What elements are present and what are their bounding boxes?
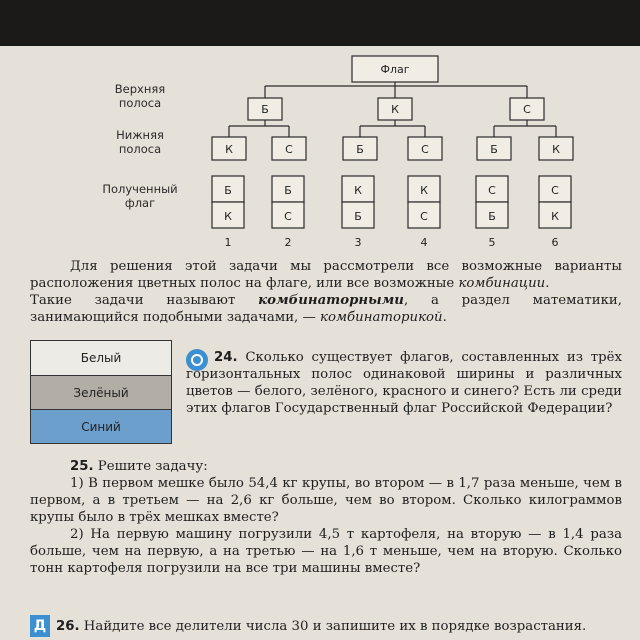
flag-5: С Б 5 xyxy=(475,175,509,249)
bottom-node-label: К xyxy=(225,143,233,156)
bottom-node-6: К xyxy=(538,136,574,161)
flag-top-stripe: Б xyxy=(224,184,232,197)
root-label: Флаг xyxy=(380,63,409,76)
top-node-label: С xyxy=(523,103,531,116)
task-25-item-1-number: 1) xyxy=(70,476,84,491)
flag-bottom-stripe: К xyxy=(224,210,232,223)
flag-number: 1 xyxy=(225,236,232,249)
stripe-blue: Синий xyxy=(31,409,171,443)
flag-2: Б С 2 xyxy=(271,175,305,249)
row-label-result: Полученный флаг xyxy=(102,182,178,210)
flag-top-stripe: С xyxy=(551,184,559,197)
top-node-label: К xyxy=(391,103,399,116)
task-25-item-2-text: На первую машину погрузили 4,5 т картофе… xyxy=(30,527,622,576)
flag-number: 3 xyxy=(355,236,362,249)
flag-top-stripe: К xyxy=(420,184,428,197)
flag-6: С К 6 xyxy=(538,175,572,249)
top-node-2: К xyxy=(377,97,413,121)
flag-number: 4 xyxy=(421,236,428,249)
bottom-node-5: Б xyxy=(476,136,512,161)
flag-top-stripe: Б xyxy=(284,184,292,197)
bottom-node-2: С xyxy=(271,136,307,161)
bottom-node-label: К xyxy=(552,143,560,156)
flag-bottom-stripe: К xyxy=(551,210,559,223)
task-24-text: Сколько существует флагов, составленных … xyxy=(186,350,622,416)
flag-bottom-stripe: С xyxy=(284,210,292,223)
top-node-label: Б xyxy=(261,103,269,116)
task-26-text: Найдите все делители числа 30 и запишите… xyxy=(83,619,587,634)
task-26-number: 26. xyxy=(56,619,80,634)
flag-number: 5 xyxy=(489,236,496,249)
explanation-text: . xyxy=(442,310,447,325)
row-label-top: Верхняя полоса xyxy=(114,82,166,110)
task-24-number: 24. xyxy=(214,350,238,365)
root-node: Флаг xyxy=(351,55,439,83)
flag-3: К Б 3 xyxy=(341,175,375,249)
bottom-node-label: С xyxy=(421,143,429,156)
flag-1: Б К 1 xyxy=(211,175,245,249)
flag-4: К С 4 xyxy=(407,175,441,249)
flag-bottom-stripe: Б xyxy=(488,210,496,223)
term-combinatorial: комбинаторными xyxy=(258,293,404,308)
task-25: 25. Решите задачу: 1) В первом мешке был… xyxy=(30,458,622,577)
bottom-node-label: Б xyxy=(490,143,498,156)
flag-bottom-stripe: С xyxy=(420,210,428,223)
explanation-text: Такие задачи называют xyxy=(30,293,236,308)
task-25-number: 25. xyxy=(70,459,94,474)
magnifier-icon xyxy=(186,349,208,371)
bottom-node-label: Б xyxy=(356,143,364,156)
task-25-item-1-text: В первом мешке было 54,4 кг крупы, во вт… xyxy=(30,476,622,525)
flag-bottom-stripe: Б xyxy=(354,210,362,223)
task-25-item-2-number: 2) xyxy=(70,527,84,542)
term-combinatorics: комбинаторикой xyxy=(320,310,443,325)
row-label-bottom: Нижняя полоса xyxy=(116,128,164,156)
flag-number: 6 xyxy=(552,236,559,249)
bottom-node-3: Б xyxy=(342,136,378,161)
tree-connectors xyxy=(228,82,557,137)
flag-top-stripe: С xyxy=(488,184,496,197)
flag-combination-tree: Флаг Б К С К С Б С Б К Б К 1 Б xyxy=(211,55,574,249)
bottom-node-label: С xyxy=(285,143,293,156)
stripe-white: Белый xyxy=(31,341,171,375)
flag-number: 2 xyxy=(285,236,292,249)
term-combinations: комбинации. xyxy=(458,276,550,291)
textbook-page: Флаг Б К С К С Б С Б К Б К 1 Б xyxy=(0,46,640,640)
explanation-text: , а раздел математики, занимающийся подо… xyxy=(30,293,622,325)
task-26: 26. Найдите все делители числа 30 и запи… xyxy=(56,618,640,635)
explanation-line-1: Для решения этой задачи мы рассмотрели в… xyxy=(30,258,622,292)
top-node-3: С xyxy=(509,97,545,121)
bottom-node-1: К xyxy=(211,136,247,161)
explanation-line-2: Такие задачи называют комбинаторными, а … xyxy=(30,292,622,326)
flag-swatch: Белый Зелёный Синий xyxy=(30,340,172,444)
task-25-title: Решите задачу: xyxy=(97,459,208,474)
flag-top-stripe: К xyxy=(354,184,362,197)
homework-icon: Д xyxy=(30,615,50,637)
task-24: 24. Сколько существует флагов, составлен… xyxy=(186,349,622,417)
explanation-paragraph: Для решения этой задачи мы рассмотрели в… xyxy=(30,258,622,326)
bottom-node-4: С xyxy=(407,136,443,161)
explanation-text: Для решения этой задачи мы рассмотрели в… xyxy=(30,259,622,291)
stripe-green: Зелёный xyxy=(31,375,171,409)
top-node-1: Б xyxy=(247,97,283,121)
